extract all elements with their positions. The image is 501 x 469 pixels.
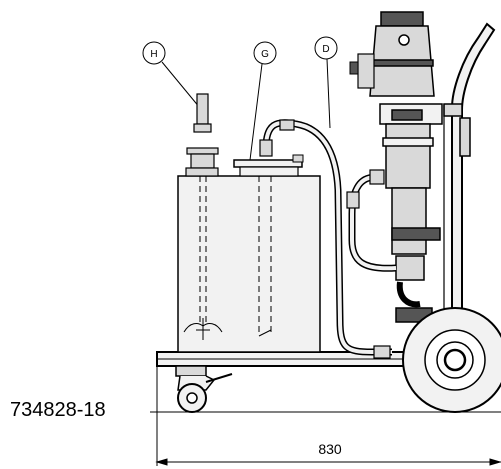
- pump-column-band: [382, 137, 434, 147]
- callout-d-leader: [326, 58, 331, 129]
- tank-lid-neck: [239, 166, 299, 177]
- dimension-830: [155, 358, 501, 466]
- recirc-hose-outer: [348, 173, 397, 272]
- tank-lid-knob: [292, 154, 304, 163]
- callout-g-letter: G: [261, 49, 269, 60]
- callout-h-circle: [142, 41, 166, 65]
- caster-brake: [205, 373, 233, 383]
- agitator-blade: [183, 318, 223, 340]
- handle-bracket: [459, 117, 471, 157]
- tank-body: [177, 175, 321, 353]
- cart-handle: [451, 22, 496, 353]
- tank: [177, 154, 321, 353]
- dimension-arrow-right: [489, 458, 501, 466]
- dimension-arrow-left: [155, 458, 168, 466]
- hose-d-inner: [264, 120, 392, 354]
- tank-lid-plate: [233, 159, 303, 168]
- callout-g: G: [245, 41, 277, 193]
- air-valve-knob: [349, 61, 359, 75]
- callout-h-letter: H: [150, 49, 157, 60]
- recirc-hose-inner: [350, 175, 397, 271]
- agitator: [183, 93, 223, 340]
- front-caster: [175, 365, 233, 413]
- caster-wheel-hub: [186, 392, 198, 404]
- callout-d-circle: [314, 36, 338, 60]
- pump-column: [385, 123, 431, 189]
- hose-d-fitting-top: [259, 139, 273, 157]
- agitator-collar: [193, 123, 212, 133]
- agitator-coupling: [186, 147, 219, 155]
- recirc-gauge: [346, 191, 360, 209]
- hose-d-fitting-mid: [279, 119, 295, 131]
- pump-assembly: [349, 11, 445, 330]
- outlet-elbow: [396, 281, 421, 308]
- dimension-value: 830: [318, 441, 342, 457]
- recirc-fitting: [369, 169, 385, 185]
- pump-foot-valve: [395, 255, 425, 281]
- rear-wheel: [402, 307, 501, 413]
- callout-h-leader: [161, 61, 201, 109]
- callout-g-circle: [253, 41, 277, 65]
- agitator-shaft-top: [196, 93, 209, 125]
- caster-mount: [175, 365, 207, 377]
- air-motor-band: [370, 59, 434, 67]
- rear-wheel-hub-inner: [443, 348, 467, 372]
- handle-bracket-upper: [443, 103, 463, 117]
- pump-clamp-lower: [391, 227, 441, 241]
- callout-d-letter: D: [322, 44, 329, 55]
- pump-lower-column: [391, 187, 427, 255]
- pump-clamp-upper: [391, 109, 423, 121]
- hose-d-fitting-bottom: [373, 345, 391, 359]
- callout-d: D: [314, 36, 338, 129]
- air-motor-cap: [380, 11, 424, 27]
- suction-tube-end: [258, 329, 272, 337]
- drawing-number: 734828-18: [10, 399, 106, 421]
- air-valve-block: [357, 53, 375, 89]
- callout-h: H: [142, 41, 201, 109]
- agitator-base: [185, 167, 219, 177]
- hoses: [259, 119, 421, 359]
- air-motor-port: [398, 34, 410, 46]
- agitator-nut: [190, 153, 215, 169]
